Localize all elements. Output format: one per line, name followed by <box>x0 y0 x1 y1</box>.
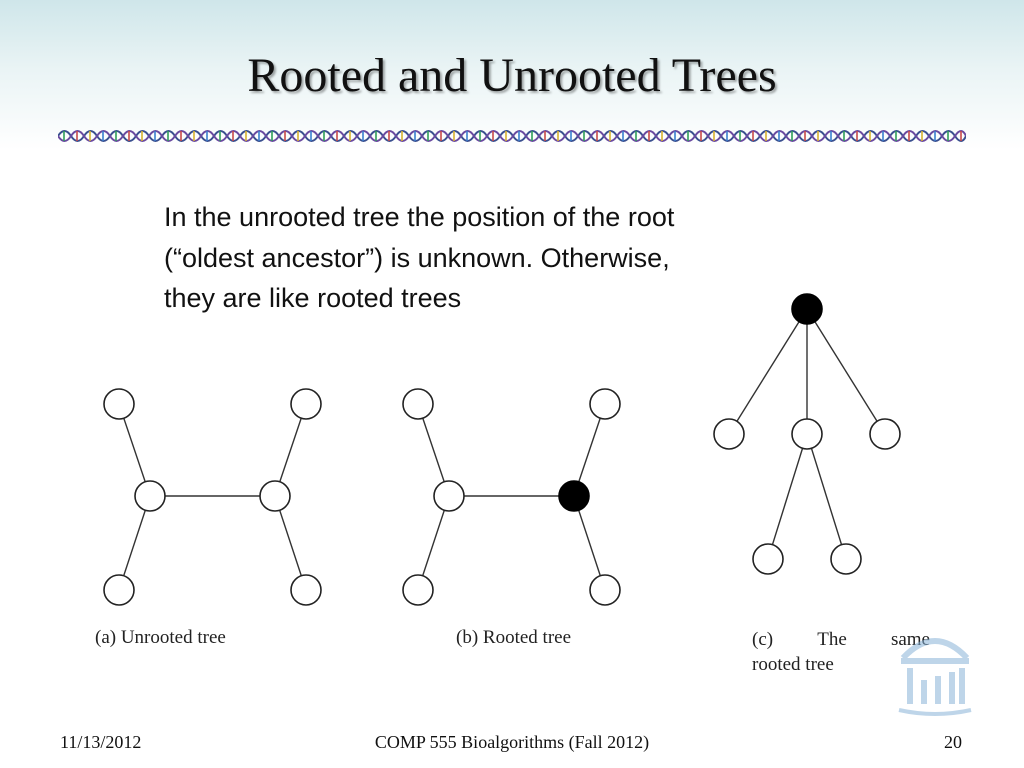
footer-date: 11/13/2012 <box>60 732 142 752</box>
tree-b-root-node <box>558 480 590 512</box>
tree-c-internal-node <box>791 418 823 450</box>
tree-b-internal-node <box>433 480 465 512</box>
tree-a-leaf-node <box>103 574 135 606</box>
tree-c-leaf-node <box>869 418 901 450</box>
tree-b-leaf-node <box>402 574 434 606</box>
tree-c-root-node <box>791 293 823 325</box>
tree-b-leaf-node <box>589 388 621 420</box>
footer-page-number: 20 <box>944 732 962 752</box>
tree-a-internal-node <box>259 480 291 512</box>
same-rooted-tree <box>713 293 901 575</box>
tree-c-leaf-node <box>752 543 784 575</box>
tree-a-leaf-node <box>103 388 135 420</box>
tree-a-internal-node <box>134 480 166 512</box>
footer-course: COMP 555 Bioalgorithms (Fall 2012) <box>374 732 650 752</box>
unrooted-tree <box>103 388 322 606</box>
tree-c-leaf-node <box>830 543 862 575</box>
tree-c-leaf-node <box>713 418 745 450</box>
caption-c-line2: rooted tree <box>752 654 834 675</box>
tree-b-leaf-node <box>402 388 434 420</box>
dna-helix-divider <box>58 130 966 142</box>
caption-c-word: The <box>817 629 847 650</box>
caption-same-rooted-tree: (c) The same rooted tree <box>752 627 930 677</box>
caption-rooted-tree: (b) Rooted tree <box>456 627 572 648</box>
slide-title: Rooted and Unrooted Trees <box>247 49 777 102</box>
body-text: In the unrooted tree the position of the… <box>164 202 675 313</box>
rooted-tree <box>402 388 621 606</box>
caption-unrooted-tree: (a) Unrooted tree <box>95 627 226 648</box>
tree-a-leaf-node <box>290 574 322 606</box>
tree-a-leaf-node <box>290 388 322 420</box>
old-well-logo <box>898 638 972 716</box>
caption-c-word: (c) <box>752 629 774 650</box>
tree-b-leaf-node <box>589 574 621 606</box>
